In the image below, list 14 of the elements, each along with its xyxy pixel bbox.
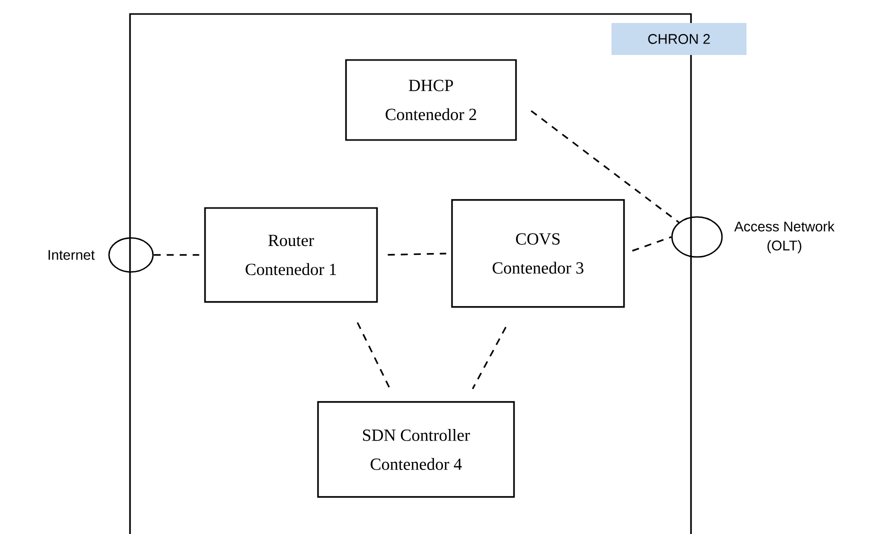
- dashed-line: [154, 254, 200, 256]
- container-box: Router Contenedor 1: [204, 207, 378, 303]
- container-box: DHCP Contenedor 2: [345, 59, 517, 141]
- node-label: (OLT): [767, 240, 802, 254]
- container-box: COVS Contenedor 3: [451, 199, 625, 308]
- dashed-line: [356, 322, 391, 389]
- dashed-line: [530, 110, 680, 223]
- node-label: Internet: [48, 250, 95, 260]
- tag-label: CHRON 2: [612, 23, 746, 55]
- node-label: Access Network: [734, 221, 835, 232]
- container-box: SDN Controller Contenedor 4: [317, 401, 515, 498]
- dashed-line: [388, 252, 446, 256]
- dashed-line: [472, 326, 506, 390]
- dashed-line: [632, 236, 672, 252]
